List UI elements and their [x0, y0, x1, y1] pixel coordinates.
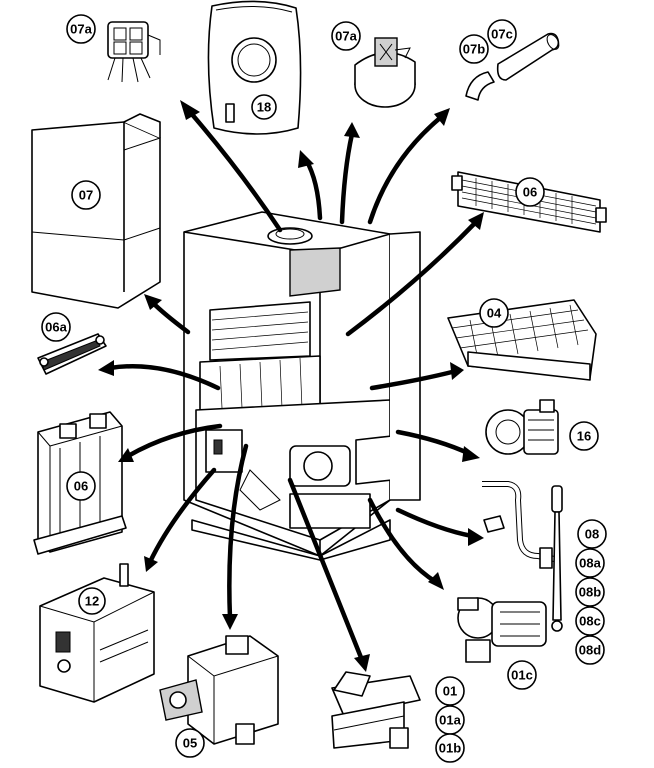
svg-text:16: 16 [577, 429, 591, 444]
part-07a-fan [354, 37, 416, 108]
part-16-pump [485, 399, 559, 455]
label-01a: 01a [435, 705, 465, 735]
label-07c: 07c [487, 19, 517, 49]
part-08-pipe-assembly [482, 481, 561, 569]
part-07a-connector [107, 21, 161, 83]
svg-text:18: 18 [257, 100, 271, 115]
svg-text:01: 01 [443, 684, 457, 699]
label-04: 04 [479, 298, 509, 328]
svg-text:01a: 01a [439, 713, 461, 728]
label-07: 07 [71, 180, 101, 210]
part-06a-plate-exchanger [37, 333, 107, 375]
label-08d: 08d [575, 635, 605, 665]
svg-text:07: 07 [79, 188, 93, 203]
svg-text:06: 06 [74, 479, 88, 494]
label-08c: 08c [575, 606, 605, 636]
svg-text:06a: 06a [45, 320, 67, 335]
label-08b: 08b [575, 577, 605, 607]
label-08: 08 [577, 519, 607, 549]
part-05-gas-valve [159, 635, 279, 745]
label-18: 18 [251, 94, 277, 120]
label-12: 12 [78, 587, 106, 615]
svg-text:08a: 08a [579, 556, 601, 571]
label-06-right: 06 [515, 177, 545, 207]
svg-text:01c: 01c [511, 668, 533, 683]
part-07b-elbow [465, 71, 495, 101]
part-07c-tube [496, 32, 560, 81]
part-01-bracket [331, 671, 421, 749]
label-16: 16 [569, 421, 599, 451]
svg-text:08d: 08d [579, 643, 601, 658]
part-12-control-box [39, 563, 155, 703]
svg-text:08b: 08b [579, 585, 601, 600]
label-01b: 01b [435, 733, 465, 763]
leader-arrows [98, 100, 484, 672]
svg-text:07a: 07a [335, 29, 357, 44]
svg-text:08c: 08c [579, 614, 601, 629]
part-07-side-panel [31, 113, 161, 309]
label-05: 05 [175, 728, 205, 758]
label-07a-top: 07a [66, 14, 96, 44]
svg-text:12: 12 [85, 594, 99, 609]
label-06-left: 06 [66, 471, 96, 501]
part-01c-assembly [457, 597, 547, 663]
part-08-sensor-rod [551, 485, 563, 632]
svg-text:07c: 07c [491, 27, 513, 42]
label-07a-mid: 07a [331, 21, 361, 51]
svg-text:04: 04 [487, 306, 502, 321]
label-01: 01 [435, 676, 465, 706]
svg-text:01b: 01b [439, 741, 461, 756]
part-04-burner [447, 299, 597, 381]
svg-text:07b: 07b [463, 42, 485, 57]
svg-text:05: 05 [183, 736, 197, 751]
part-18-front-cover [207, 0, 302, 135]
label-08a: 08a [575, 548, 605, 578]
svg-text:06: 06 [523, 185, 537, 200]
label-01c: 01c [507, 660, 537, 690]
label-07b: 07b [459, 34, 489, 64]
svg-text:08: 08 [585, 527, 599, 542]
svg-text:07a: 07a [70, 22, 92, 37]
label-06a: 06a [41, 312, 71, 342]
